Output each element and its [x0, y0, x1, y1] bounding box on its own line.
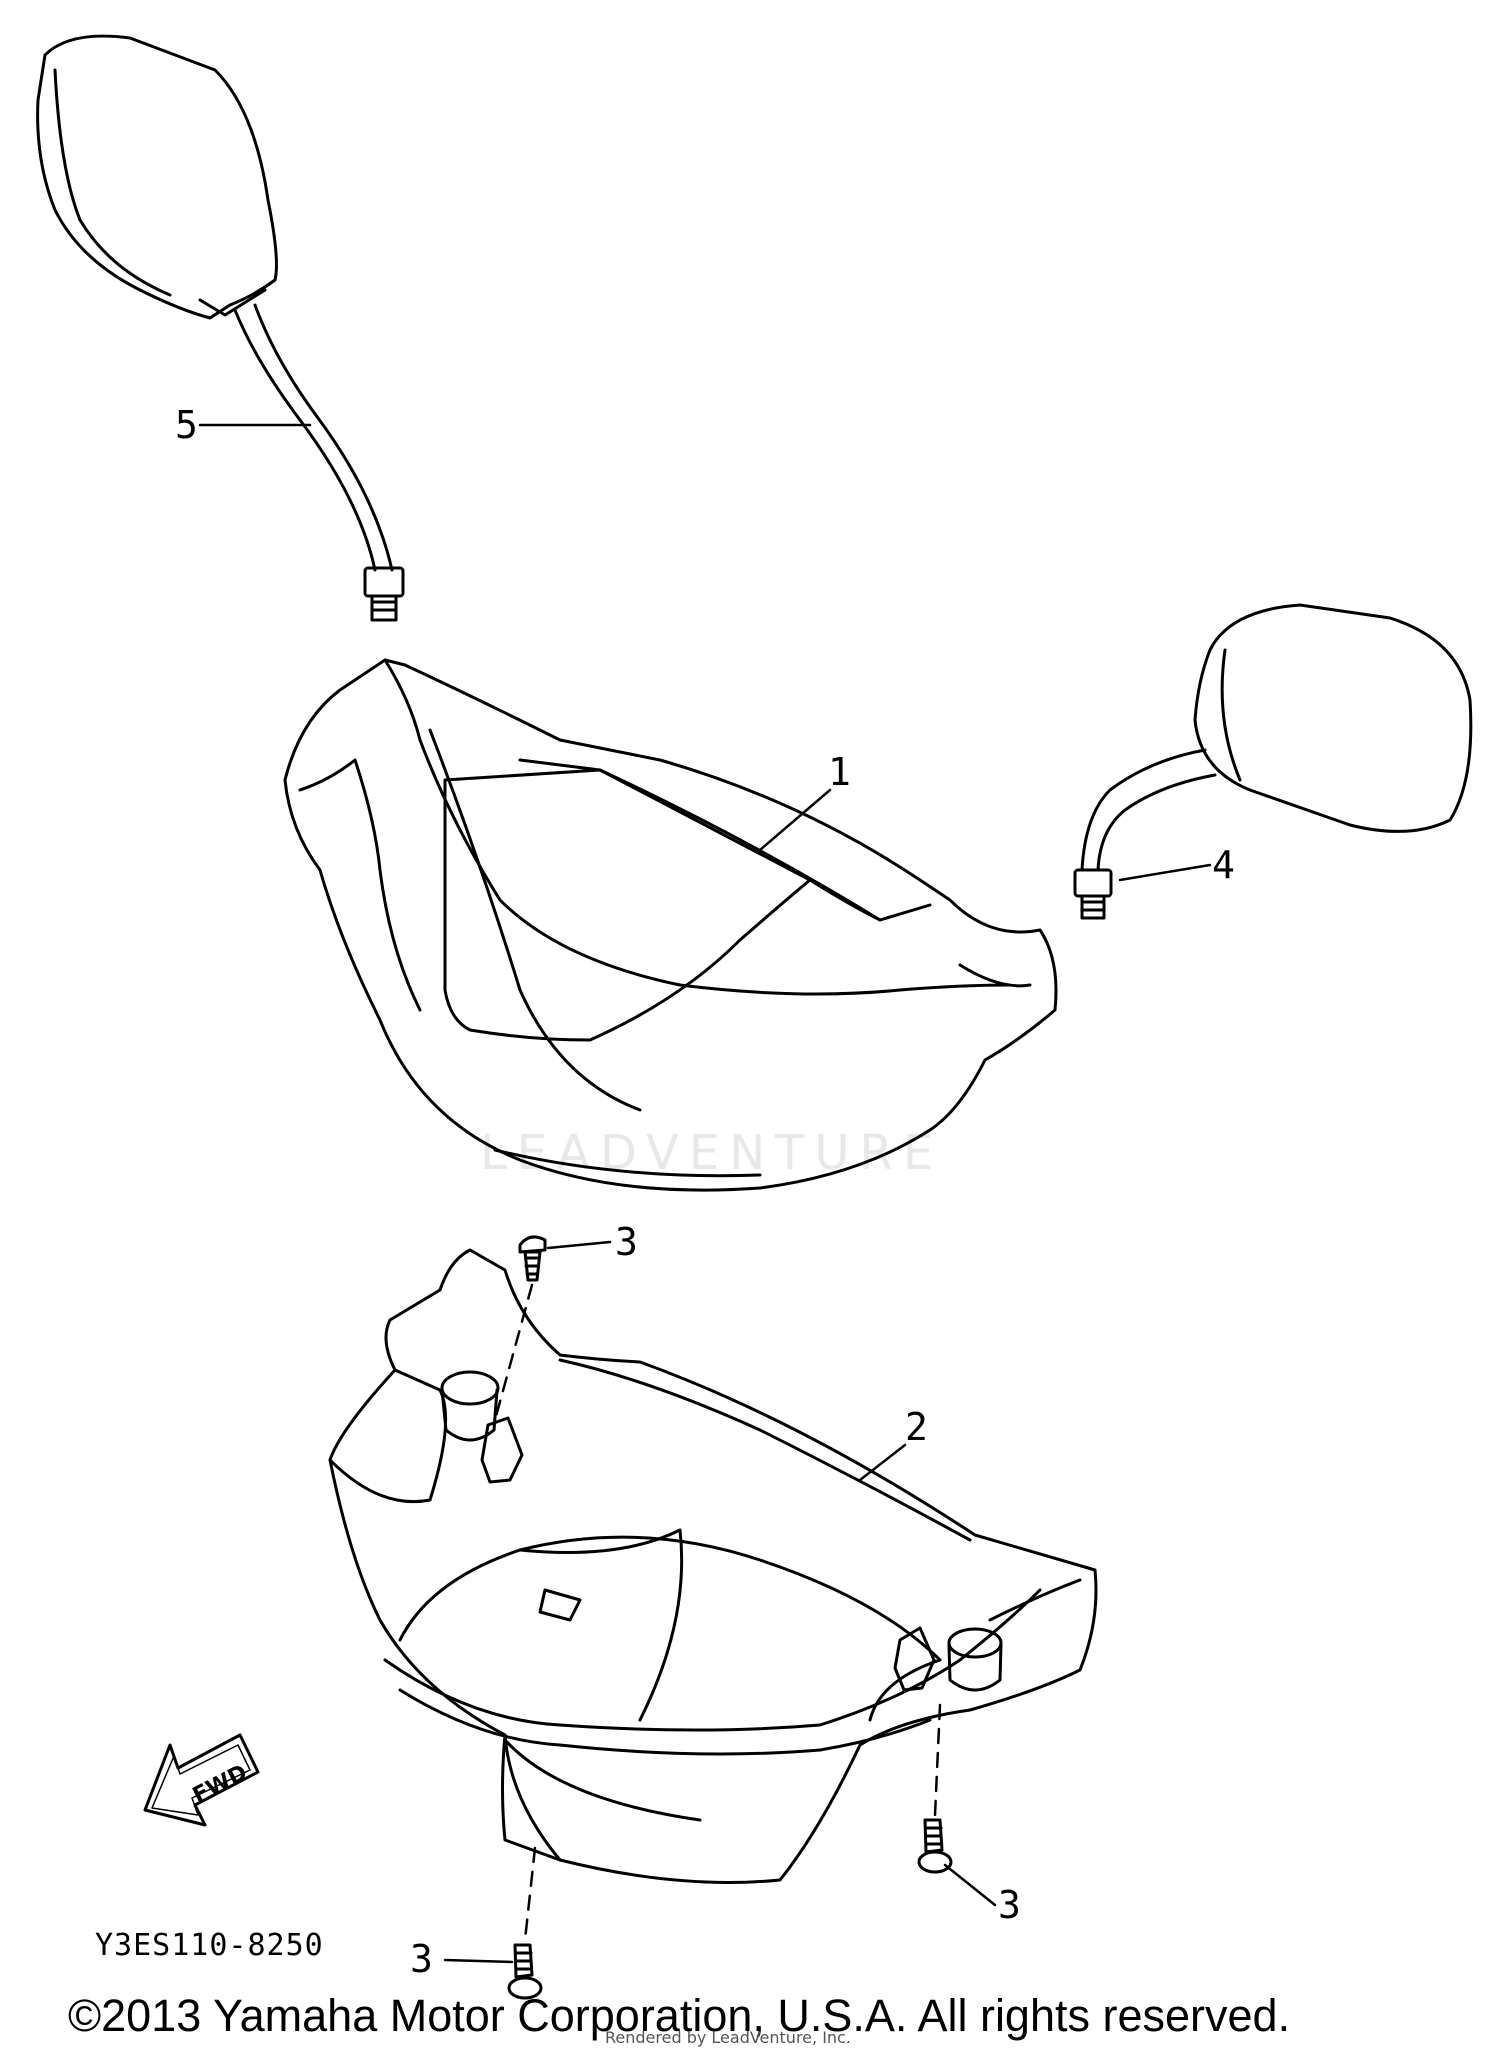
screw-bottom	[507, 1943, 543, 2000]
mirror-right	[1073, 603, 1473, 920]
callout-5: 5	[175, 403, 198, 447]
callout-3-right: 3	[998, 1883, 1021, 1927]
screw-right	[917, 1818, 953, 1874]
handle-cover-front	[283, 658, 1058, 1192]
callout-4: 4	[1212, 843, 1235, 887]
callout-1: 1	[828, 750, 851, 794]
fwd-label: FWD	[189, 1760, 252, 1808]
fwd-arrow-icon: FWD	[143, 1733, 260, 1827]
callouts: 5 1 4 3 2 3 3	[175, 403, 1235, 1981]
copyright-text: ©2013 Yamaha Motor Corporation, U.S.A. A…	[68, 1990, 1291, 2041]
handle-cover-rear	[328, 1248, 1098, 1884]
callout-2: 2	[905, 1405, 928, 1449]
rendered-by-text: Rendered by LeadVenture, Inc.	[605, 2028, 851, 2047]
screw-upper	[518, 1235, 547, 1282]
assembly-lines	[493, 1283, 942, 1942]
callout-3-upper: 3	[615, 1220, 638, 1264]
leader-lines	[198, 423, 1212, 1964]
callout-3-bottom: 3	[410, 1937, 433, 1981]
mirror-left	[36, 34, 405, 622]
diagram-code: Y3ES110-8250	[95, 1928, 324, 1963]
